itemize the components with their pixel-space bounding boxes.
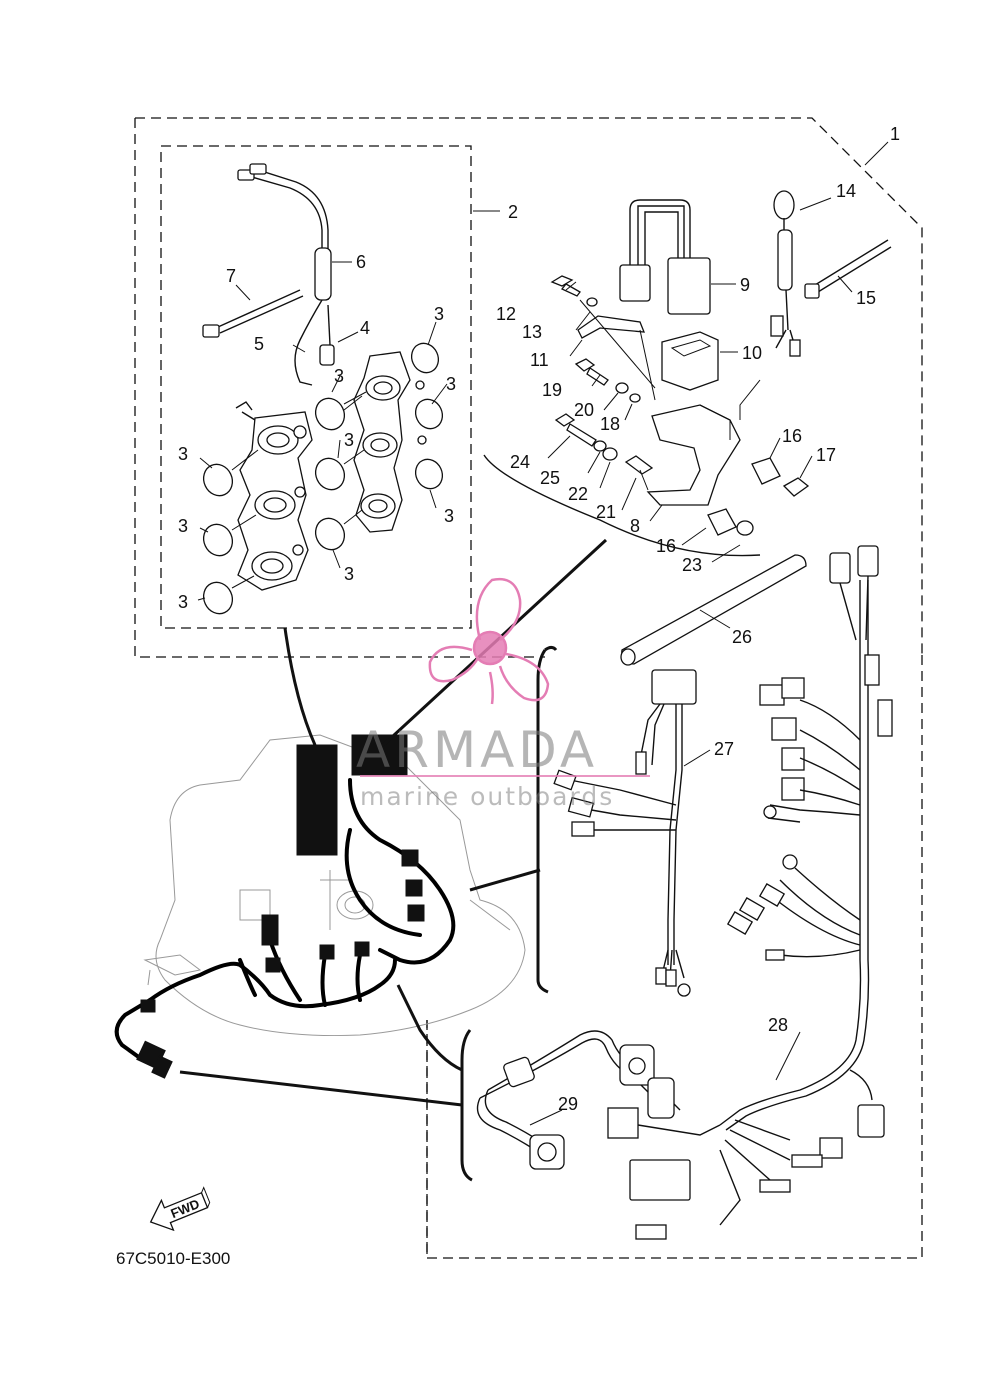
propeller-logo	[428, 577, 550, 705]
callout-29: 29	[558, 1094, 578, 1114]
callout-6: 6	[356, 252, 366, 272]
fwd-arrow: FWD	[149, 1186, 211, 1232]
callout-10: 10	[742, 343, 762, 363]
callout-21: 21	[596, 502, 616, 522]
callout-leaders	[197, 141, 889, 1126]
callout-24: 24	[510, 452, 530, 472]
callout-3b: 3	[334, 366, 344, 386]
callout-8: 8	[630, 516, 640, 536]
injector-rail-assembly	[202, 163, 444, 615]
callout-3g: 3	[178, 516, 188, 536]
callout-28: 28	[768, 1015, 788, 1035]
callout-5: 5	[254, 334, 264, 354]
callout-22: 22	[568, 484, 588, 504]
watermark-brand: ARMADA	[356, 721, 598, 779]
callout-11: 11	[530, 350, 549, 370]
harness-29	[476, 1030, 681, 1170]
callout-17: 17	[816, 445, 836, 465]
callout-12: 12	[496, 304, 516, 324]
callout-4: 4	[360, 318, 370, 338]
callout-2: 2	[508, 202, 518, 222]
callout-23: 23	[682, 555, 702, 575]
callout-3a: 3	[434, 304, 444, 324]
callout-3c: 3	[446, 374, 456, 394]
callout-15: 15	[856, 288, 876, 308]
callout-18: 18	[600, 414, 620, 434]
watermark-tagline: marine outboards	[360, 782, 614, 811]
callout-1: 1	[890, 124, 900, 144]
callout-14: 14	[836, 181, 856, 201]
harness-27	[553, 669, 697, 997]
callout-16a: 16	[782, 426, 802, 446]
diagram-code: 67C5010-E300	[116, 1249, 230, 1268]
callout-19: 19	[542, 380, 562, 400]
relay-bracket-assembly	[483, 190, 892, 557]
engine-overview	[114, 734, 526, 1079]
callout-13: 13	[522, 322, 542, 342]
callout-16b: 16	[656, 536, 676, 556]
callout-3e: 3	[178, 444, 188, 464]
callout-labels: 1 2 3 3 3 3 3 3 3 3 3 3 4 5 6 7 8 9 10 1…	[178, 124, 900, 1114]
callout-7: 7	[226, 266, 236, 286]
callout-3f: 3	[444, 506, 454, 526]
callout-3h: 3	[344, 564, 354, 584]
callout-9: 9	[740, 275, 750, 295]
group-frames	[134, 117, 923, 1259]
hose-26	[620, 554, 807, 666]
callout-26: 26	[732, 627, 752, 647]
harness-28	[607, 545, 893, 1240]
callout-20: 20	[574, 400, 594, 420]
callout-3d: 3	[344, 430, 354, 450]
callout-27: 27	[714, 739, 734, 759]
callout-3i: 3	[178, 592, 188, 612]
watermark: ARMADA marine outboards	[356, 577, 650, 811]
callout-25: 25	[540, 468, 560, 488]
group-2-frame	[160, 145, 472, 629]
leader-lines	[179, 538, 608, 1182]
